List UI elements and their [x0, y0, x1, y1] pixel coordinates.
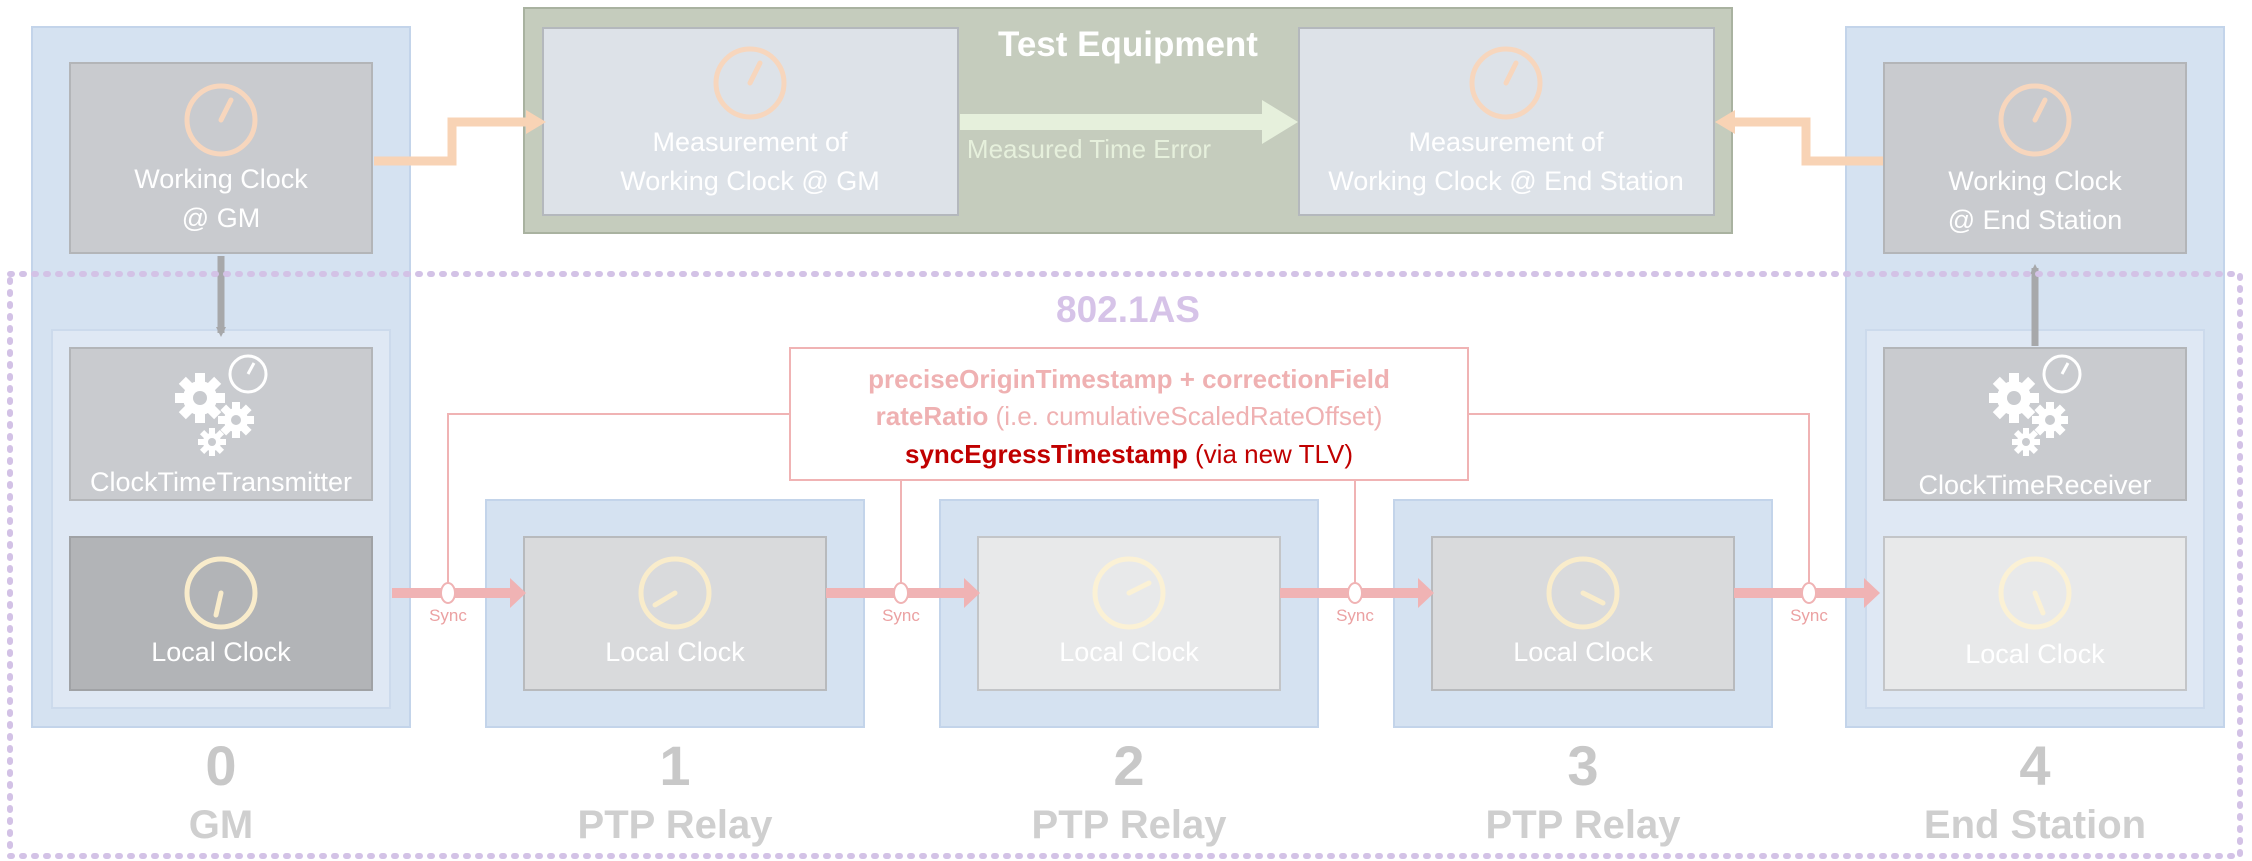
end-station-working-clock-line2: @ End Station [1948, 205, 2123, 235]
gear-icon-large [175, 373, 225, 423]
end-station-to-measurement-arrow [1733, 117, 1884, 166]
node-0-number: 0 [205, 734, 236, 797]
sync-marker [1347, 582, 1363, 604]
clock-icon [713, 46, 787, 120]
node-3-role: PTP Relay [1486, 803, 1682, 847]
node-4-local-clock-label: Local Clock [1965, 639, 2105, 669]
sync-arrow-head [510, 578, 526, 608]
node-4-local-clock-box [1883, 536, 2187, 691]
info-line-3-rest: (via new TLV) [1188, 439, 1353, 469]
node-3-number: 3 [1567, 734, 1598, 797]
gm-to-measurement-arrow [374, 117, 528, 166]
sync-label: Sync [1790, 606, 1828, 625]
sync-arrow-head [964, 578, 980, 608]
sync-label: Sync [1336, 606, 1374, 625]
node-2-local-clock-box [977, 536, 1281, 691]
measured-time-error-label: Measured Time Error [967, 134, 1212, 164]
clock-icon [1469, 46, 1543, 120]
node-2-role: PTP Relay [1032, 803, 1228, 847]
measurement-gm-line2: Working Clock @ GM [620, 166, 879, 196]
node-1-role: PTP Relay [578, 803, 774, 847]
gear-icon [175, 354, 268, 456]
clock-icon [184, 556, 258, 630]
node-1-local-clock-label: Local Clock [605, 637, 745, 667]
gear-icon-small [2012, 428, 2040, 456]
end-station-working-clock-box [1883, 62, 2187, 254]
sync-arrow-0: Sync [392, 578, 526, 625]
sync-arrow-1: Sync [826, 578, 980, 625]
info-line-2-rest: (i.e. cumulativeScaledRateOffset) [988, 401, 1382, 431]
node-4-role: End Station [1924, 803, 2146, 847]
sync-marker [893, 582, 909, 604]
sync-arrow-head [1864, 578, 1880, 608]
small-clock-icon [2042, 354, 2082, 394]
sync-label: Sync [882, 606, 920, 625]
clock-time-receiver-label: ClockTimeReceiver [1918, 470, 2151, 500]
test-equipment-title: Test Equipment [998, 25, 1258, 64]
measurement-end-station-box [1298, 27, 1715, 216]
measurement-end-station-line2: Working Clock @ End Station [1328, 166, 1684, 196]
node-2-local-clock-label: Local Clock [1059, 637, 1199, 667]
sync-label: Sync [429, 606, 467, 625]
sync-marker [440, 582, 456, 604]
node-2-number: 2 [1113, 734, 1144, 797]
info-line-3: syncEgressTimestamp (via new TLV) [905, 439, 1353, 469]
gear-icon [1989, 354, 2082, 456]
node-0-local-clock-label: Local Clock [151, 637, 291, 667]
clock-icon [638, 556, 712, 630]
measurement-gm-line1: Measurement of [652, 127, 848, 157]
sync-arrow-2: Sync [1280, 578, 1434, 625]
clock-time-transmitter-label: ClockTimeTransmitter [90, 467, 352, 497]
node-0-role: GM [189, 803, 253, 847]
gear-icon-medium [218, 402, 254, 438]
gear-icon-small [198, 428, 226, 456]
sync-arrow-3: Sync [1734, 578, 1880, 625]
measurement-end-station-line1: Measurement of [1408, 127, 1604, 157]
gm-working-clock-line2: @ GM [182, 203, 260, 233]
node-3-local-clock-box [1431, 536, 1735, 691]
info-line-2-bold: rateRatio [876, 401, 989, 431]
gear-icon-large [1989, 373, 2039, 423]
info-connectors [447, 413, 1810, 589]
gm-working-clock-box [69, 62, 373, 254]
gear-icon-medium [2032, 402, 2068, 438]
node-1-number: 1 [659, 734, 690, 797]
sync-arrow-head [1418, 578, 1434, 608]
node-4-number: 4 [2019, 734, 2050, 797]
clock-icon [184, 83, 258, 157]
end-station-working-clock-line1: Working Clock [1948, 166, 2122, 196]
gm-to-measurement-arrowhead [526, 110, 546, 134]
info-line-3-bold: syncEgressTimestamp [905, 439, 1188, 469]
measured-time-error-arrow [960, 100, 1298, 144]
as-label: 802.1AS [1056, 289, 1200, 330]
clock-icon [1546, 556, 1620, 630]
node-3-local-clock-label: Local Clock [1513, 637, 1653, 667]
gm-working-clock-line1: Working Clock [134, 164, 308, 194]
node-0-local-clock-box [69, 536, 373, 691]
as-boundary [7, 271, 2243, 859]
sync-marker [1801, 582, 1817, 604]
clock-icon [1092, 556, 1166, 630]
info-line-2: rateRatio (i.e. cumulativeScaledRateOffs… [876, 401, 1383, 431]
node-1-local-clock-box [523, 536, 827, 691]
clock-icon [1998, 83, 2072, 157]
sync-arrow-shaft [1734, 588, 1866, 598]
clock-icon [1998, 556, 2072, 630]
info-line-1: preciseOriginTimestamp + correctionField [868, 364, 1390, 394]
info-box [789, 347, 1469, 481]
end-station-to-measurement-arrowhead [1715, 110, 1735, 134]
small-clock-icon [228, 354, 268, 394]
